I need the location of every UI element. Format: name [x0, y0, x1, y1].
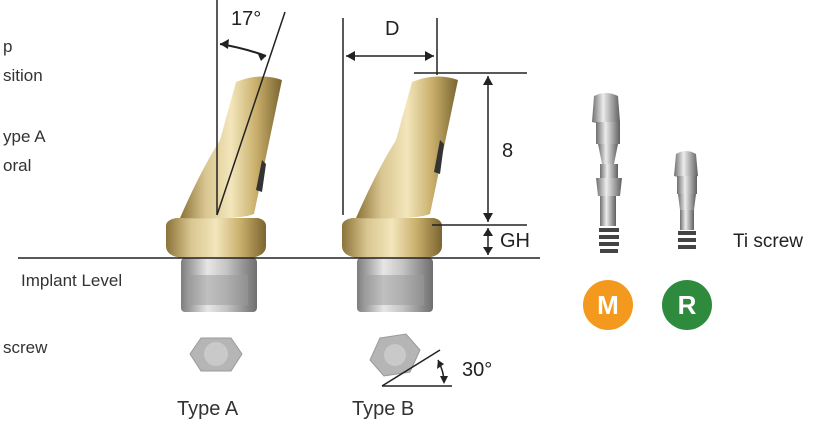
angled-axis-a	[216, 11, 286, 216]
diameter-label: D	[385, 18, 400, 40]
left-label-2: sition	[3, 66, 43, 85]
gh-label: GH	[500, 230, 530, 252]
type-a-label: Type A	[177, 398, 239, 420]
m-badge-label: M	[597, 289, 619, 320]
height-label: 8	[502, 140, 514, 162]
left-label-1: p	[3, 37, 13, 56]
m-badge: M	[583, 280, 633, 330]
left-screw-label: screw	[3, 338, 48, 357]
left-label-3: ype A	[3, 127, 46, 146]
angle-17-label: 17°	[231, 8, 262, 30]
type-b-label: Type B	[352, 398, 415, 420]
ti-screw-r	[674, 151, 698, 249]
ti-screw-label: Ti screw	[733, 231, 804, 252]
implant-level-label: Implant Level	[21, 271, 123, 290]
left-label-4: oral	[3, 156, 32, 175]
abutment-type-a	[166, 76, 282, 312]
r-badge: R	[662, 280, 712, 330]
abutment-type-b	[342, 76, 458, 312]
ti-screw-m	[592, 93, 622, 253]
r-badge-label: R	[677, 289, 697, 320]
angle-30-label: 30°	[462, 359, 493, 381]
